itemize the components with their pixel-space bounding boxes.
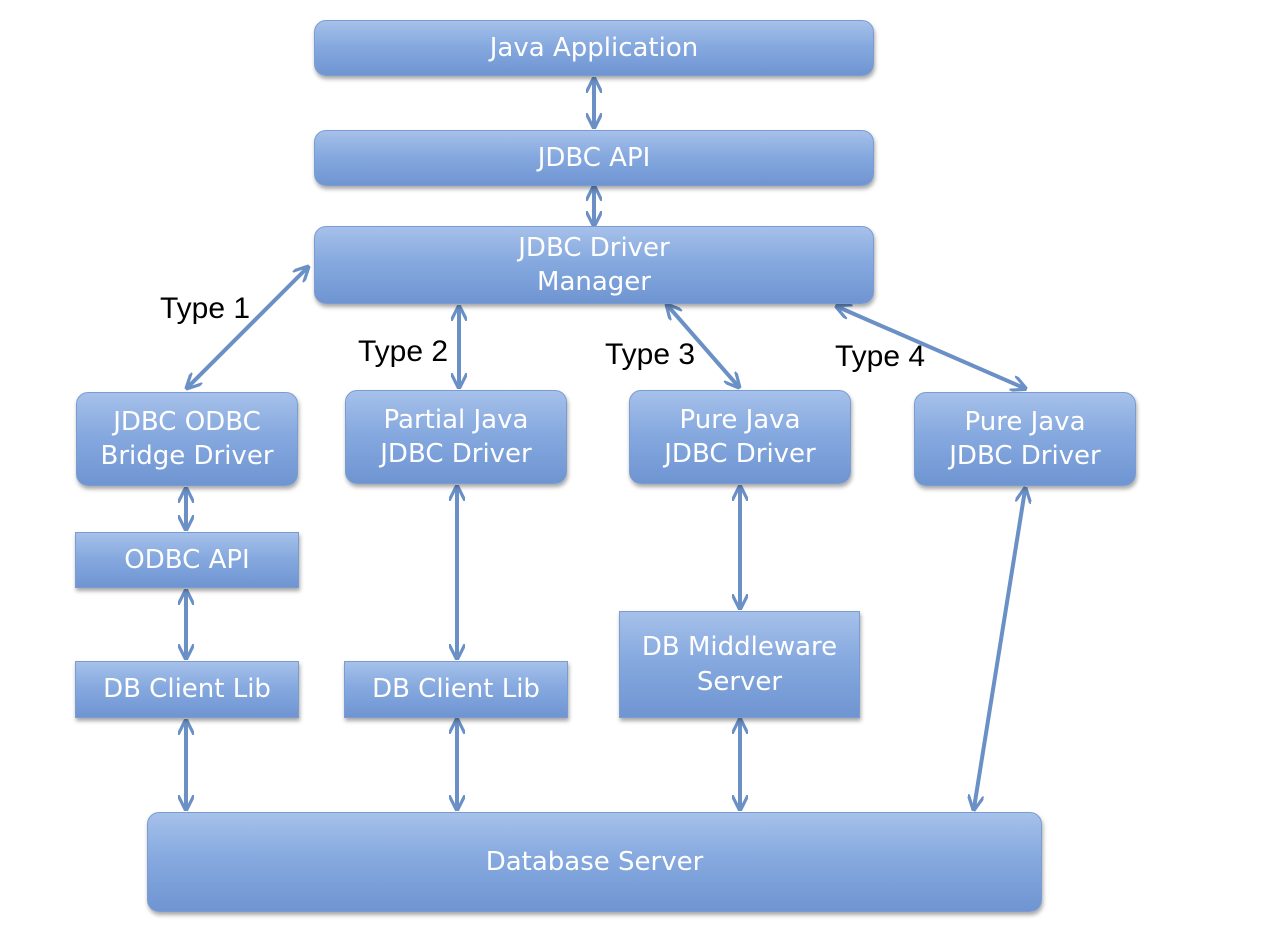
middleware-line-2: Server [696, 666, 783, 697]
java-application-label: Java Application [489, 32, 699, 63]
type-2-label: Type 2 [358, 335, 449, 368]
middleware-line-1: DB Middleware [641, 632, 838, 663]
arrow-pure4-db [974, 490, 1025, 808]
type-3-label: Type 3 [605, 338, 696, 371]
partial-java-jdbc-driver-box: Partial Java JDBC Driver [345, 390, 567, 484]
arrow-type1 [188, 268, 307, 387]
pure-java-4-line-1: Pure Java [964, 406, 1086, 437]
bridge-driver-line-2: Bridge Driver [100, 441, 274, 471]
odbc-api-label: ODBC API [124, 544, 250, 575]
partial-java-line-1: Partial Java [383, 404, 529, 435]
db-client-lib-label-1: DB Client Lib [103, 674, 271, 705]
bridge-driver-line-1: JDBC ODBC [113, 406, 261, 437]
jdbc-driver-manager-box: JDBC Driver Manager [314, 226, 874, 304]
pure-java-3-line-1: Pure Java [679, 404, 801, 435]
pure-java-jdbc-driver-type4-box: Pure Java JDBC Driver [914, 392, 1136, 486]
db-client-lib-box-2: DB Client Lib [344, 661, 568, 718]
arrow-type4 [838, 307, 1024, 388]
driver-manager-line-2: Manager [537, 267, 651, 297]
pure-java-3-line-2: JDBC Driver [664, 439, 816, 469]
jdbc-api-label: JDBC API [537, 142, 651, 173]
db-client-lib-label-2: DB Client Lib [372, 674, 540, 705]
jdbc-odbc-bridge-driver-box: JDBC ODBC Bridge Driver [76, 392, 298, 486]
db-client-lib-box-1: DB Client Lib [75, 661, 299, 718]
arrow-type3 [668, 306, 738, 386]
java-application-box: Java Application [314, 20, 874, 76]
db-middleware-server-box: DB Middleware Server [619, 611, 860, 718]
type-1-label: Type 1 [160, 292, 251, 325]
database-server-box: Database Server [147, 812, 1042, 912]
type-4-label: Type 4 [835, 340, 926, 373]
partial-java-line-2: JDBC Driver [380, 439, 532, 469]
database-server-label: Database Server [485, 846, 704, 877]
pure-java-4-line-2: JDBC Driver [949, 441, 1101, 471]
jdbc-api-box: JDBC API [314, 130, 874, 186]
pure-java-jdbc-driver-type3-box: Pure Java JDBC Driver [629, 390, 851, 484]
odbc-api-box: ODBC API [75, 532, 299, 588]
driver-manager-line-1: JDBC Driver [518, 232, 670, 263]
